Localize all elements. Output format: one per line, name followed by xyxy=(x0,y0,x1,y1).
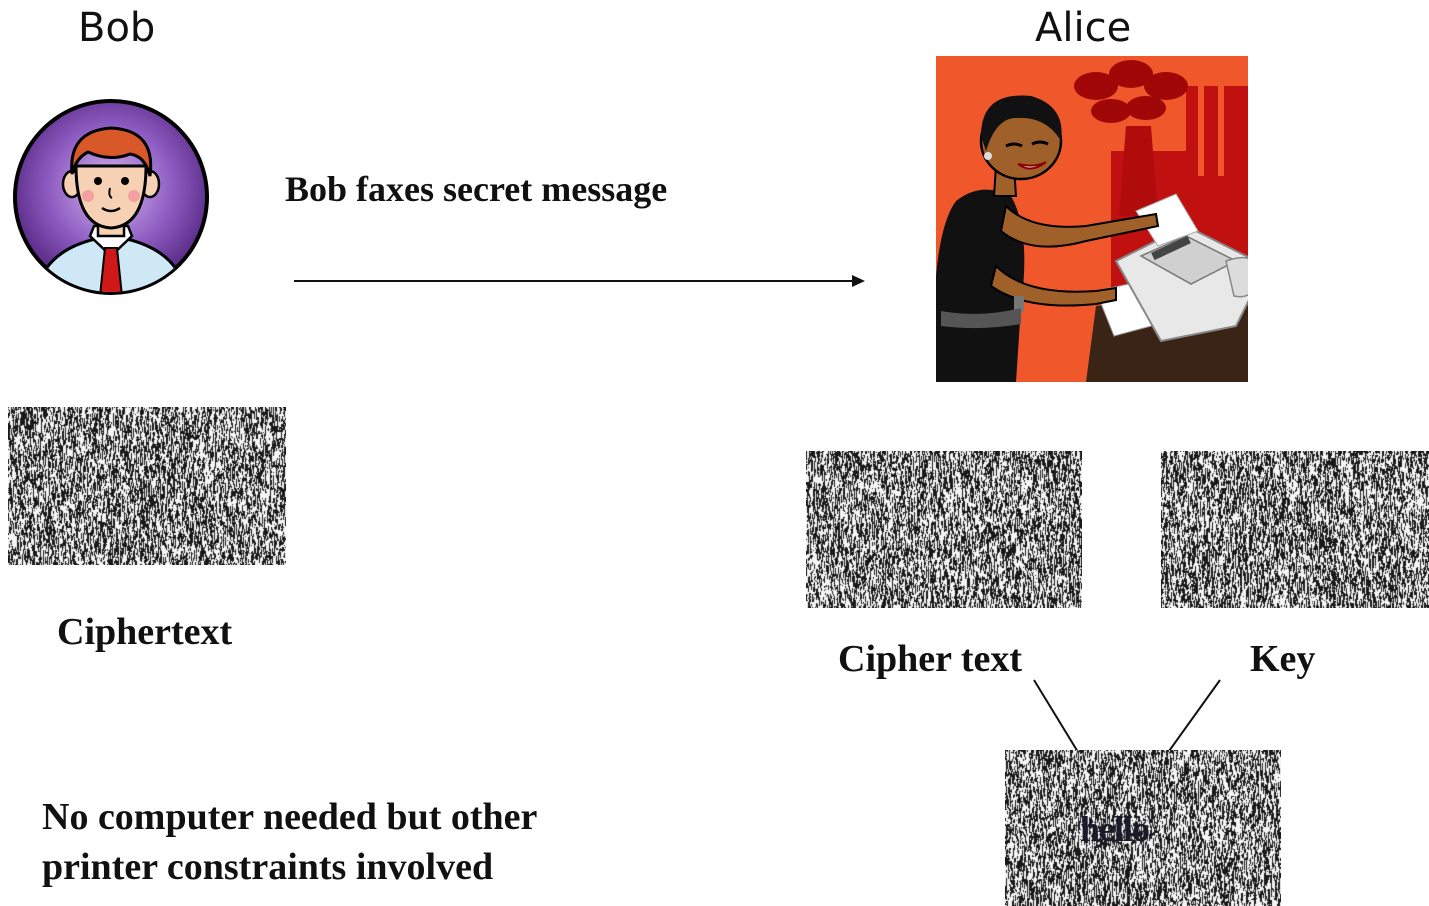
bob-avatar-icon xyxy=(13,99,209,295)
noise-canvas xyxy=(1161,451,1429,608)
transmission-caption: Bob faxes secret message xyxy=(285,169,668,209)
bob-ciphertext-label: Ciphertext xyxy=(57,611,233,653)
transmission-arrow xyxy=(294,275,865,287)
key-label: Key xyxy=(1250,638,1316,680)
bob-name: Bob xyxy=(78,5,156,51)
decrypted-text: hello xyxy=(1080,809,1150,849)
alice-fax-illustration xyxy=(936,56,1248,382)
bob-ciphertext-pattern xyxy=(8,407,286,565)
alice-cipher-text-label: Cipher text xyxy=(838,638,1022,680)
decrypted-result-pattern xyxy=(1005,750,1281,906)
noise-canvas xyxy=(1005,750,1281,906)
note-line-1: No computer needed but other xyxy=(42,796,538,838)
noise-canvas xyxy=(806,451,1082,608)
alice-cipher-text-pattern xyxy=(806,451,1082,608)
key-pattern xyxy=(1161,451,1429,608)
alice-name: Alice xyxy=(1035,5,1132,51)
note-line-2: printer constraints involved xyxy=(42,846,494,888)
noise-canvas xyxy=(8,407,286,565)
